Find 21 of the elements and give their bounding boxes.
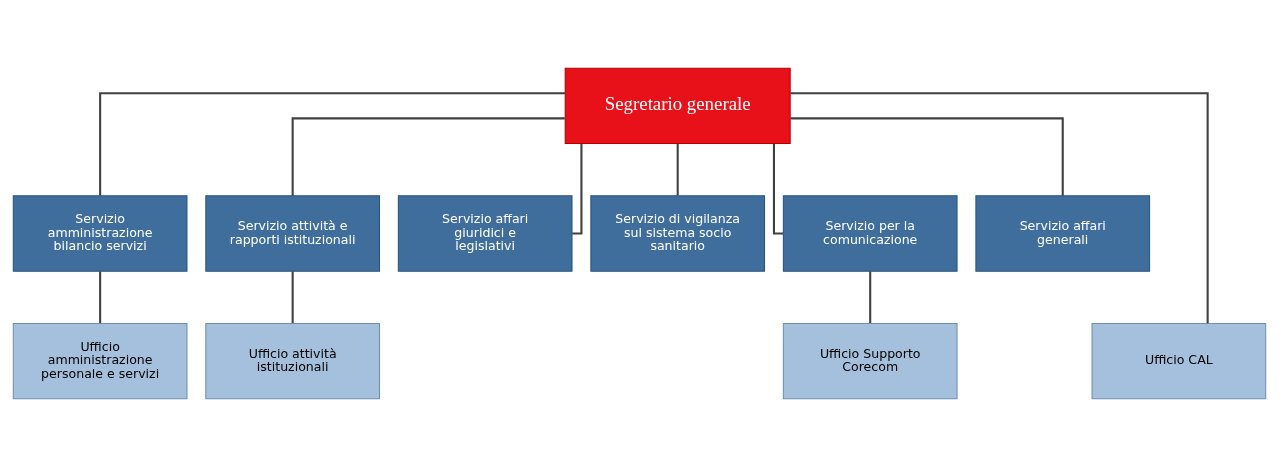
connector xyxy=(291,116,565,196)
connector xyxy=(572,143,583,235)
node-box: Ufficio CAL xyxy=(1091,322,1267,399)
connector xyxy=(99,270,102,323)
connector xyxy=(676,143,679,195)
node-box: Servizio amministrazione bilancio servizi xyxy=(12,194,188,272)
connector xyxy=(772,143,784,235)
connector xyxy=(869,270,872,323)
connector xyxy=(790,91,1209,323)
connector xyxy=(291,270,294,323)
node-box: Servizio affari generali xyxy=(975,194,1151,272)
node-box: Ufficio attività istituzionali xyxy=(205,322,381,399)
node-box: Servizio per la comunicazione xyxy=(782,194,958,272)
node-box: Ufficio amministrazione personale e servizi xyxy=(12,322,188,399)
node-box: Segretario generale xyxy=(564,67,791,144)
node-box: Servizio attività e rapporti istituzionali xyxy=(205,194,381,272)
connector xyxy=(99,91,565,196)
node-box: Ufficio Supporto Corecom xyxy=(782,322,958,399)
connector xyxy=(790,116,1064,196)
node-box: Servizio di vigilanza sul sistema socio sanitario xyxy=(590,194,766,272)
node-box: Servizio affari giuridici e legislativi xyxy=(397,194,573,272)
